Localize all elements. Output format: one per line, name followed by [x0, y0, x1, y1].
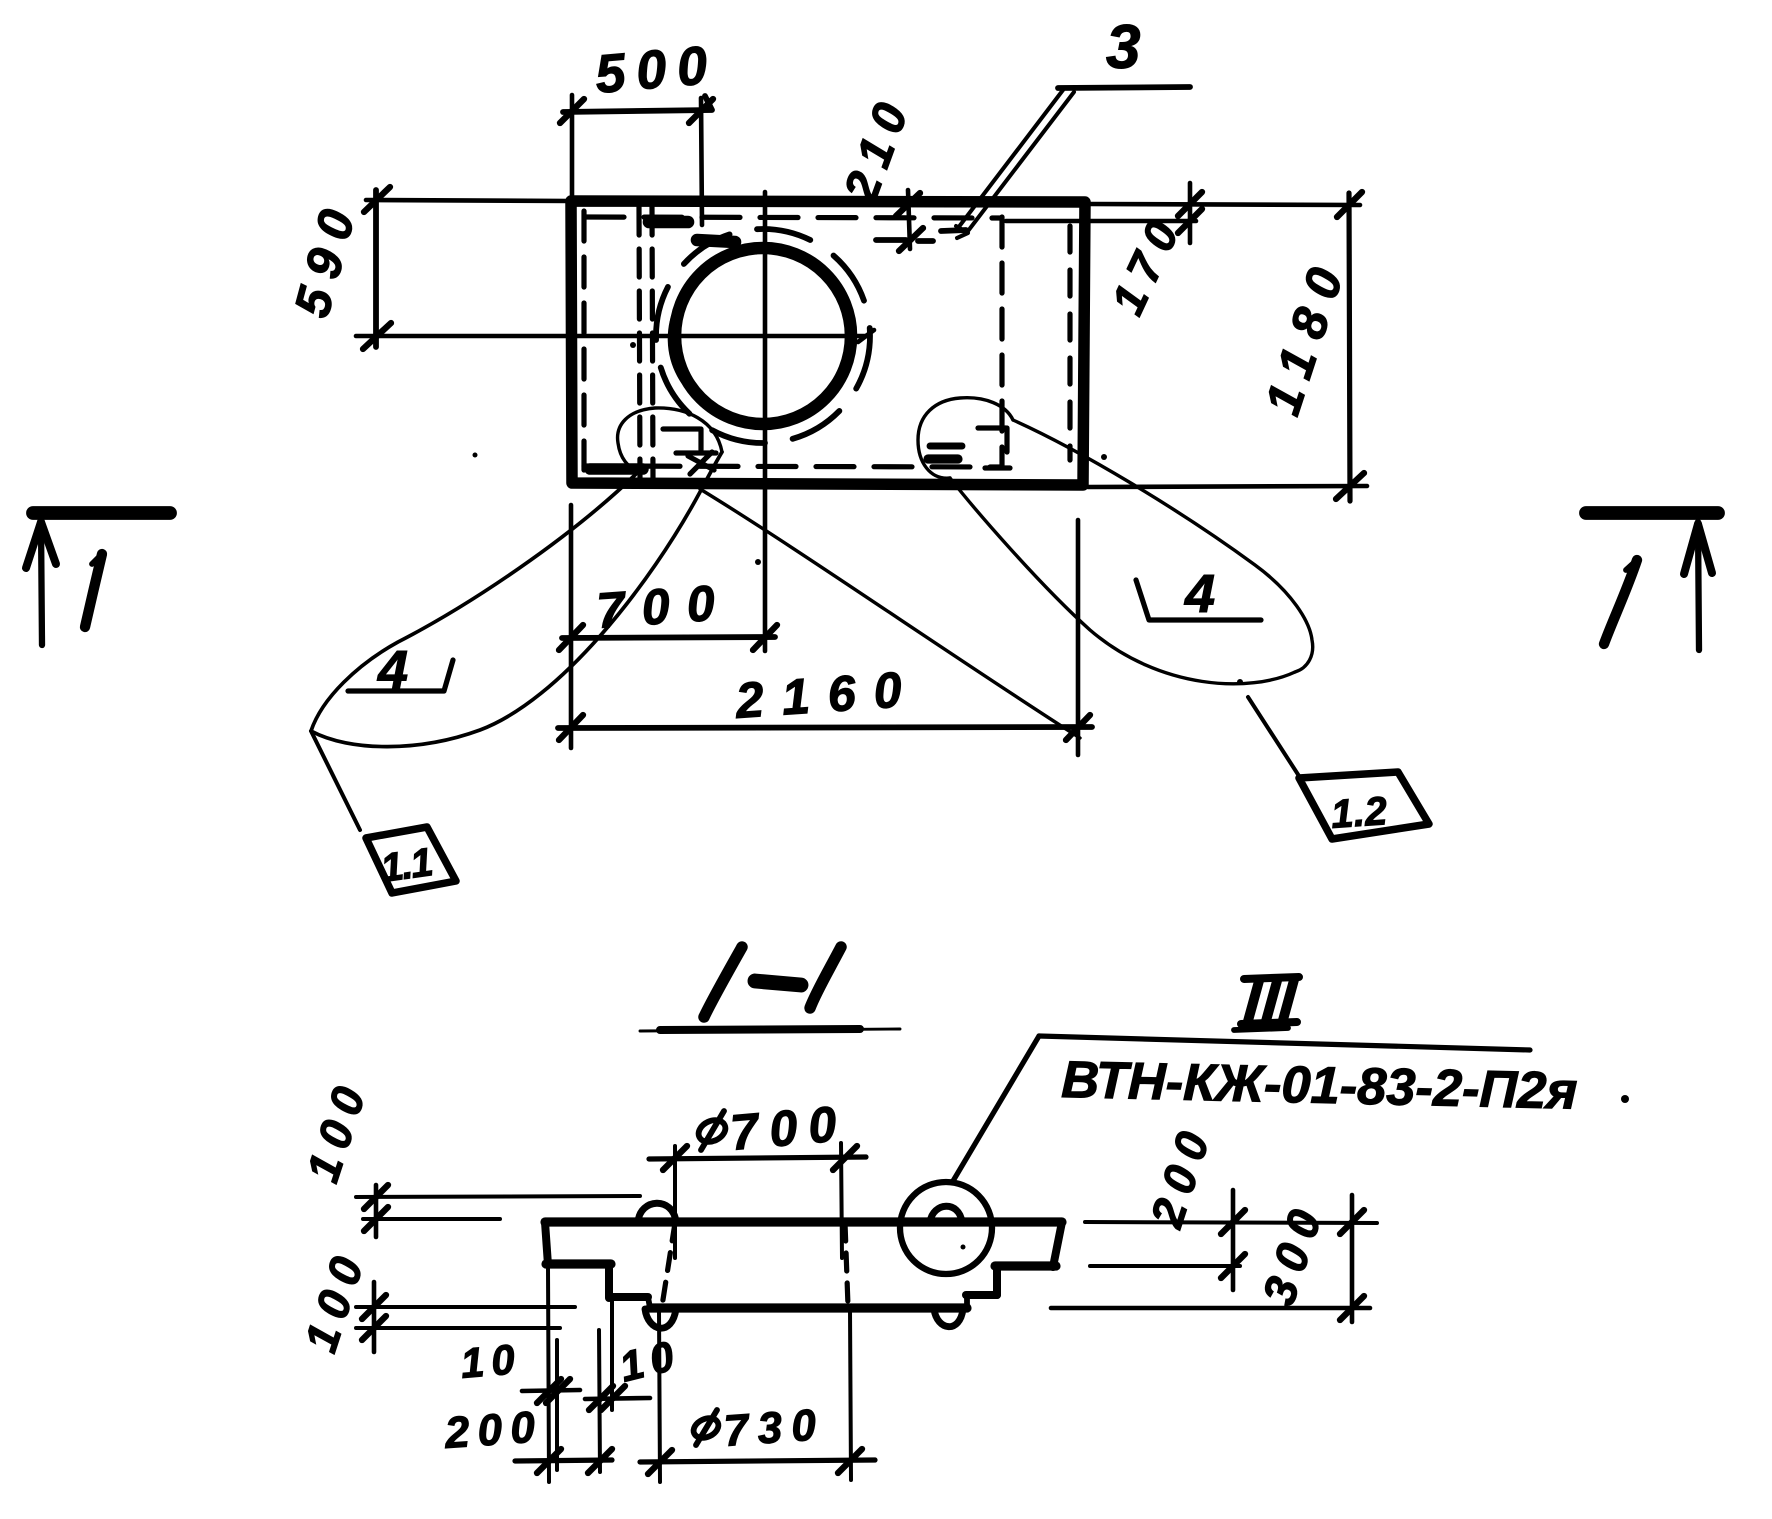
svg-text:ВТН-КЖ-01-83-2-П2я: ВТН-КЖ-01-83-2-П2я	[1061, 1051, 1578, 1121]
svg-text:730: 730	[722, 1401, 818, 1456]
svg-text:500: 500	[593, 35, 710, 105]
svg-text:200: 200	[442, 1403, 537, 1458]
svg-text:3: 3	[1106, 13, 1140, 82]
svg-text:4: 4	[1184, 564, 1215, 624]
svg-text:1.1: 1.1	[378, 840, 436, 891]
svg-text:700: 700	[728, 1096, 839, 1161]
svg-text:700: 700	[595, 575, 717, 639]
svg-text:1.2: 1.2	[1330, 789, 1389, 837]
